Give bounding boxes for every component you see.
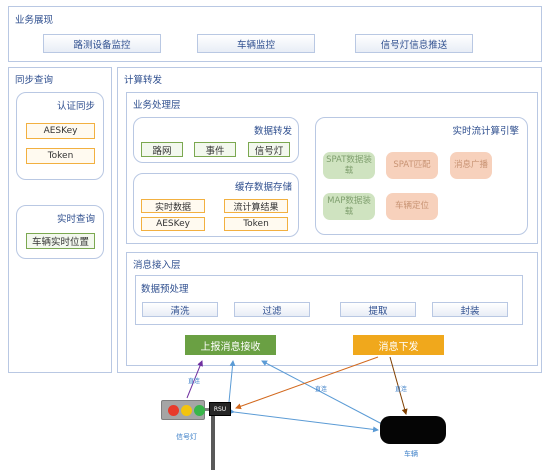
signal-pole-icon (211, 404, 215, 470)
signal-light-label: 信号灯 (176, 433, 197, 441)
data-forward-box: 数据转发 路网 事件 信号灯 (133, 117, 299, 163)
business-display-panel: 业务展现 路测设备监控 车辆监控 信号灯信息推送 (8, 6, 542, 62)
vehicle-realtime-position-box[interactable]: 车辆实时位置 (26, 233, 95, 249)
vehicle-positioning-box[interactable]: 车辆定位 (386, 193, 438, 220)
traffic-light-icon (161, 400, 205, 420)
preprocess-title: 数据预处理 (141, 284, 189, 295)
stream-engine-title: 实时流计算引擎 (452, 126, 519, 137)
auth-sync-box: 认证同步 AESKey Token (16, 92, 104, 180)
extract-box[interactable]: 提取 (340, 302, 416, 317)
signal-info-push-box[interactable]: 信号灯信息推送 (355, 34, 473, 53)
send-to-vehicle-arrow (389, 356, 408, 415)
business-layer-panel: 业务处理层 数据转发 路网 事件 信号灯 缓存数据存储 实时数据 流计算结果 A… (126, 92, 538, 244)
stream-result-box[interactable]: 流计算结果 (224, 199, 288, 213)
red-light-icon (168, 405, 179, 416)
filter-box[interactable]: 过滤 (234, 302, 310, 317)
compute-forward-panel: 计算转发 业务处理层 数据转发 路网 事件 信号灯 缓存数据存储 实时数据 流计… (117, 67, 542, 373)
yellow-light-icon (181, 405, 192, 416)
map-load-box[interactable]: MAP数据装载 (323, 193, 375, 220)
green-light-icon (194, 405, 205, 416)
cache-aeskey-box[interactable]: AESKey (141, 217, 205, 231)
spat-match-box[interactable]: SPAT匹配 (386, 152, 438, 179)
vehicle-label: 车辆 (404, 450, 418, 458)
sync-query-title: 同步查询 (15, 75, 54, 86)
compute-forward-title: 计算转发 (124, 75, 163, 86)
link-label-signal: 直连 (188, 378, 201, 385)
clean-box[interactable]: 清洗 (142, 302, 218, 317)
report-message-receive-button[interactable]: 上报消息接收 (185, 335, 276, 355)
rsu-vehicle-arrow (228, 408, 379, 433)
preprocess-box: 数据预处理 清洗 过滤 提取 封装 (135, 275, 523, 325)
business-display-title: 业务展现 (15, 15, 54, 26)
auth-sync-title: 认证同步 (56, 101, 95, 112)
sync-query-panel: 同步查询 认证同步 AESKey Token 实时查询 车辆实时位置 (8, 67, 112, 373)
cache-storage-title: 缓存数据存储 (234, 182, 292, 193)
rsu-icon: RSU (209, 402, 231, 416)
aeskey-box[interactable]: AESKey (26, 123, 95, 139)
cache-storage-box: 缓存数据存储 实时数据 流计算结果 AESKey Token (133, 173, 299, 237)
business-layer-title: 业务处理层 (133, 100, 181, 111)
road-network-box[interactable]: 路网 (141, 142, 183, 157)
realtime-data-box[interactable]: 实时数据 (141, 199, 205, 213)
rsu-label: RSU (213, 405, 227, 413)
message-layer-title: 消息接入层 (133, 260, 181, 271)
token-box[interactable]: Token (26, 148, 95, 164)
message-send-button[interactable]: 消息下发 (353, 335, 444, 355)
message-broadcast-box[interactable]: 消息广播 (450, 152, 492, 179)
spat-load-box[interactable]: SPAT数据装载 (323, 152, 375, 179)
realtime-query-box: 实时查询 车辆实时位置 (16, 205, 104, 259)
rsu-to-report-arrow (228, 360, 236, 403)
encapsulate-box[interactable]: 封装 (432, 302, 508, 317)
realtime-query-title: 实时查询 (56, 214, 95, 225)
link-label-center: 直连 (315, 386, 328, 393)
link-label-vehicle: 直连 (395, 386, 408, 393)
signal-light-box[interactable]: 信号灯 (248, 142, 290, 157)
message-layer-panel: 消息接入层 数据预处理 清洗 过滤 提取 封装 上报消息接收 消息下发 (126, 252, 538, 366)
roadside-device-monitor-box[interactable]: 路测设备监控 (43, 34, 161, 53)
send-to-rsu-arrow (235, 356, 379, 410)
signal-to-report-arrow (186, 360, 203, 399)
cache-token-box[interactable]: Token (224, 217, 288, 231)
stream-engine-box: 实时流计算引擎 SPAT数据装载 SPAT匹配 消息广播 MAP数据装载 车辆定… (315, 117, 528, 235)
vehicle-monitor-box[interactable]: 车辆监控 (197, 34, 315, 53)
vehicle-icon (380, 416, 446, 444)
event-box[interactable]: 事件 (194, 142, 236, 157)
data-forward-title: 数据转发 (253, 126, 292, 137)
